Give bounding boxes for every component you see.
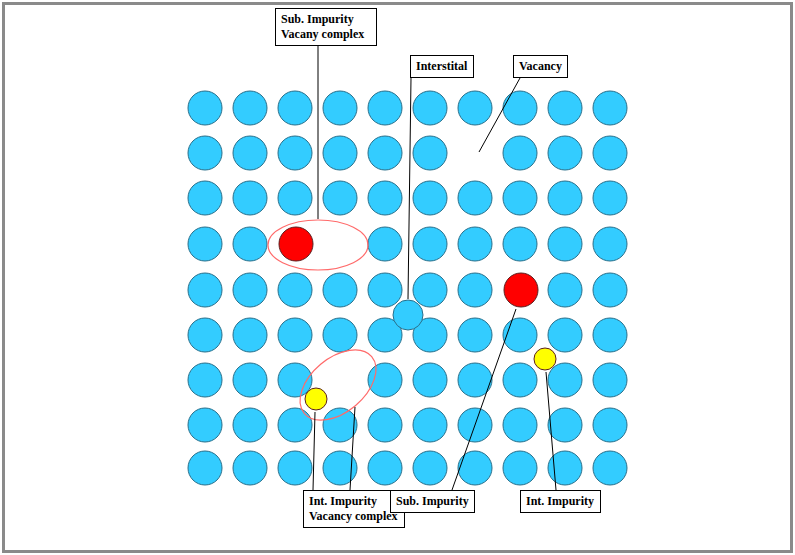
leader-lines [313,46,556,490]
callout-box: Vacancy [513,55,568,78]
callout-box: Interstital [410,55,474,78]
callout-label: Sub. Impurity [396,494,469,509]
host-atoms [188,91,627,485]
impurity-atoms [279,227,556,410]
callout-box: Sub. Impurity Vacany complex [275,8,377,46]
callout-box: Sub. Impurity [390,490,475,513]
callout-box: Int. Impurity [520,490,601,513]
callout-label: Int. Impurity Vacancy complex [309,494,399,524]
callout-label: Sub. Impurity Vacany complex [281,12,371,42]
callout-label: Vacancy [519,59,562,74]
callout-label: Interstital [416,59,468,74]
complex-ellipses [268,220,389,434]
callout-label: Int. Impurity [526,494,595,509]
